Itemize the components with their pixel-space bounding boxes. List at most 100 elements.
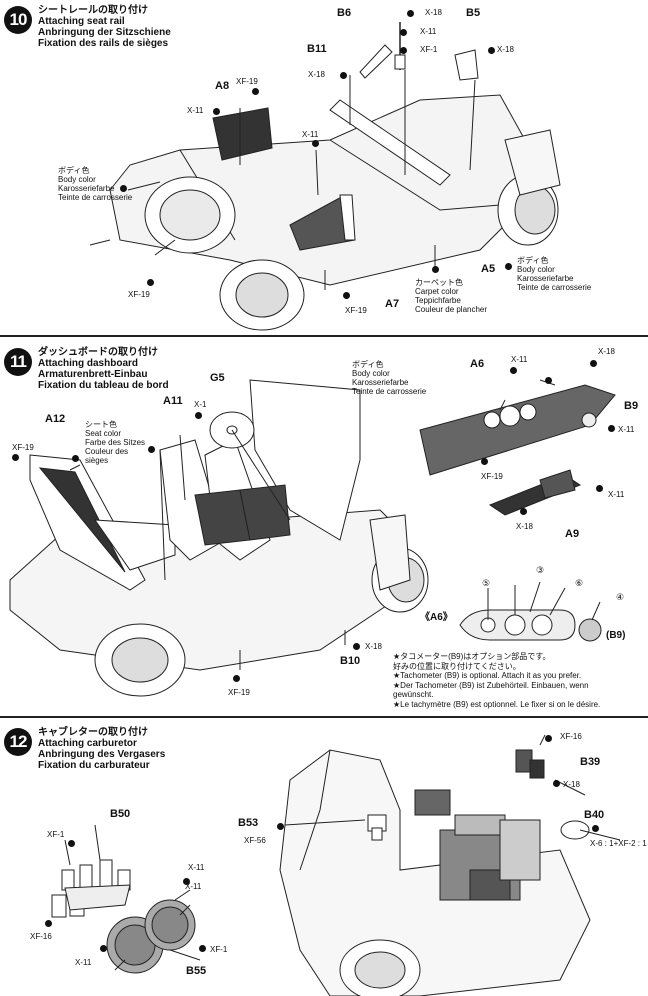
screw-marker <box>545 377 552 384</box>
screw-marker <box>68 840 75 847</box>
screw-marker <box>590 360 597 367</box>
title-jp: シートレールの取り付け <box>38 5 148 16</box>
part-a7: A7 <box>385 298 400 310</box>
screw-marker <box>407 10 414 17</box>
part-a9: A9 <box>565 528 580 540</box>
gauge-number-5: ⑤ <box>482 578 491 588</box>
step-number-badge: 11 <box>4 348 32 376</box>
screw-marker <box>596 485 603 492</box>
title-en: Attaching seat rail <box>38 16 125 27</box>
seat-color-note: シート色 Seat color Farbe des Sitzes Couleur… <box>85 420 146 465</box>
part-b9: B9 <box>624 400 639 412</box>
screw-x11: X-11 <box>608 490 625 499</box>
screw-marker <box>12 454 19 461</box>
screw-marker <box>488 47 495 54</box>
screw-marker <box>608 425 615 432</box>
part-b55: B55 <box>186 965 207 977</box>
screw-x1: X-1 <box>194 400 207 409</box>
title-fr: Fixation des rails de sièges <box>38 38 169 49</box>
carpet-color-note: カーペット色 Carpet color Teppichfarbe Couleur… <box>415 278 488 314</box>
screw-marker <box>400 47 407 54</box>
paint-mix: X-6 : 1+XF-2 : 1 <box>590 839 647 848</box>
screw-x11: X-11 <box>75 958 92 967</box>
seat-rail-diagram <box>89 22 561 331</box>
screw-marker <box>400 29 407 36</box>
screw-marker <box>183 878 190 885</box>
screw-x18: X-18 <box>365 642 382 651</box>
screw-x18: X-18 <box>516 522 533 531</box>
step-11-section: 11 ダッシュボードの取り付け Attaching dashboard Arma… <box>0 340 648 712</box>
step-title: シートレールの取り付け Attaching seat rail Anbringu… <box>38 5 171 49</box>
step-12-section: 12 キャブレターの取り付け Attaching carburetor Anbr… <box>0 720 648 996</box>
screw-marker <box>233 675 240 682</box>
screw-marker <box>277 823 284 830</box>
body-color-note: ボディ色 Body color Karosseriefarbe Teinte d… <box>352 360 427 396</box>
part-g5: G5 <box>210 372 225 384</box>
screw-xf19: XF-19 <box>228 688 250 697</box>
part-a6: A6 <box>470 358 485 370</box>
screw-x18: X-18 <box>598 347 615 356</box>
screw-marker <box>195 412 202 419</box>
screw-marker <box>120 185 127 192</box>
part-b5: B5 <box>466 7 481 19</box>
screw-marker <box>481 458 488 465</box>
screw-marker <box>432 266 439 273</box>
part-b39: B39 <box>580 756 601 768</box>
screw-x11: X-11 <box>187 106 204 115</box>
section-divider <box>0 335 648 337</box>
screw-marker <box>343 292 350 299</box>
part-b53: B53 <box>238 817 259 829</box>
screw-marker <box>340 72 347 79</box>
screw-marker <box>553 780 560 787</box>
screw-xf19: XF-19 <box>12 443 34 452</box>
screw-marker <box>545 735 552 742</box>
gauge-number-3: ③ <box>536 565 545 575</box>
screw-marker <box>252 88 259 95</box>
screw-xf19: XF-19 <box>236 77 258 86</box>
screw-x11: X-11 <box>420 27 437 36</box>
screw-marker <box>72 455 79 462</box>
screw-xf1: XF-1 <box>420 45 438 54</box>
title-de: Armaturenbrett-Einbau <box>38 369 148 380</box>
screw-x11: X-11 <box>302 130 319 139</box>
step-title: キャブレターの取り付け Attaching carburetor Anbring… <box>38 727 165 771</box>
carburetor-diagram <box>51 734 621 996</box>
part-a8: A8 <box>215 80 230 92</box>
screw-x11: X-11 <box>188 863 205 872</box>
dashboard-diagram <box>9 379 616 697</box>
screw-xf1: XF-1 <box>210 945 228 954</box>
title-fr: Fixation du carburateur <box>38 760 150 771</box>
screw-x11: X-11 <box>511 355 528 364</box>
screw-marker <box>510 367 517 374</box>
part-b50: B50 <box>110 808 131 820</box>
part-b10: B10 <box>340 655 361 667</box>
title-de: Anbringung der Sitzschiene <box>38 27 171 38</box>
title-en: Attaching dashboard <box>38 358 139 369</box>
screw-x11: X-11 <box>618 425 635 434</box>
screw-marker <box>147 279 154 286</box>
body-color-note: ボディ色 Body color Karosseriefarbe Teinte d… <box>517 256 592 292</box>
screw-x18: X-18 <box>308 70 325 79</box>
screw-xf1: XF-1 <box>47 830 65 839</box>
screw-xf19: XF-19 <box>481 472 503 481</box>
gauge-number-6: ⑥ <box>575 578 584 588</box>
screw-marker <box>312 140 319 147</box>
screw-marker <box>45 920 52 927</box>
screw-xf16: XF-16 <box>560 732 582 741</box>
gauge-number-4: ④ <box>616 592 625 602</box>
screw-marker <box>100 945 107 952</box>
screw-xf56: XF-56 <box>244 836 266 845</box>
part-a11: A11 <box>163 395 183 407</box>
screw-x11: X-11 <box>185 882 202 891</box>
part-a5: A5 <box>481 263 496 275</box>
part-a6-label: 《A6》 <box>420 612 453 623</box>
part-b11: B11 <box>307 43 327 55</box>
screw-marker <box>213 108 220 115</box>
screw-marker <box>199 945 206 952</box>
screw-marker <box>592 825 599 832</box>
screw-marker <box>148 446 155 453</box>
screw-x18: X-18 <box>563 780 580 789</box>
part-b9-label: (B9) <box>606 630 626 641</box>
step-10-section: 10 シートレールの取り付け Attaching seat rail Anbri… <box>0 0 648 333</box>
